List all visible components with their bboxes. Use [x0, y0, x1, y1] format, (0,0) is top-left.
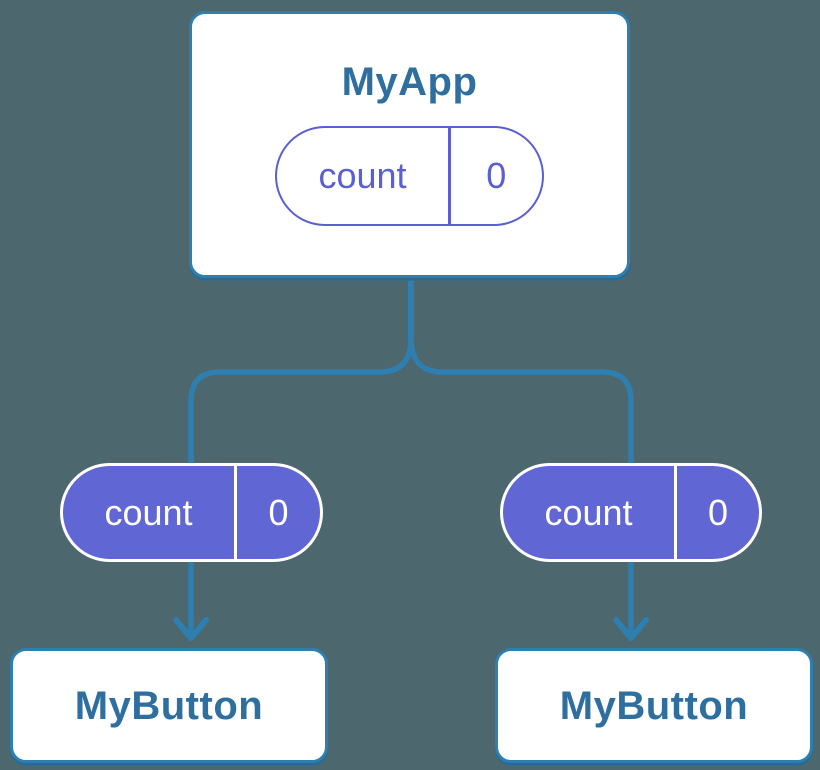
pill-divider	[448, 128, 451, 224]
pill-divider	[674, 466, 677, 559]
state-value: 0	[707, 491, 729, 533]
state-label: count	[318, 155, 407, 196]
state-value: 0	[486, 155, 507, 196]
leaf-node-mybutton-right: MyButton	[495, 648, 813, 763]
right-branch-line	[408, 337, 634, 634]
leaf-node-mybutton-left: MyButton	[10, 648, 328, 763]
root-state-pill: count 0	[275, 126, 544, 226]
leaf-node-title: MyButton	[74, 683, 264, 728]
state-label: count	[544, 491, 633, 533]
left-arrowhead-icon	[173, 617, 209, 641]
state-label: count	[104, 491, 193, 533]
root-node-title: MyApp	[341, 60, 478, 104]
pill-divider	[234, 466, 237, 559]
right-arrowhead-icon	[613, 617, 649, 641]
left-branch-line	[188, 337, 414, 634]
root-node-myapp: MyApp count 0	[189, 11, 630, 278]
leaf-node-title: MyButton	[559, 683, 749, 728]
state-value: 0	[268, 491, 289, 533]
left-child-state-pill: count 0	[60, 463, 323, 562]
right-child-state-pill: count 0	[500, 463, 762, 562]
